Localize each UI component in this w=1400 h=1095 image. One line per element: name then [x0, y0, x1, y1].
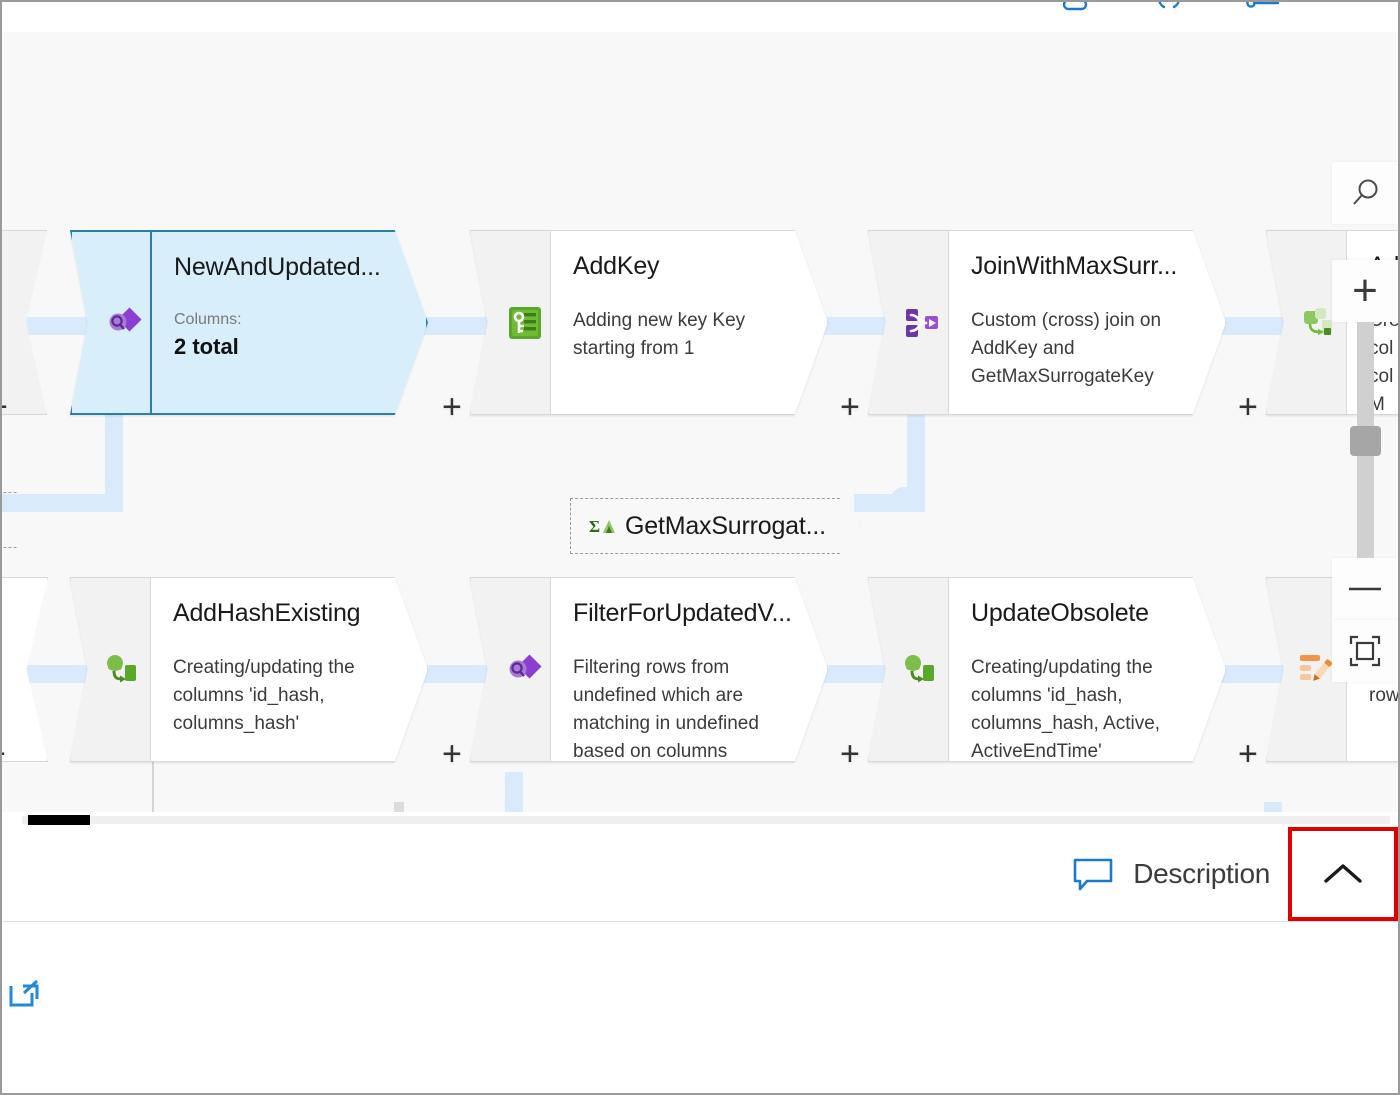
node-left-partial-top[interactable]: + [2, 230, 47, 424]
node-add-key[interactable]: AddKey Adding new key Key starting from … [470, 230, 860, 424]
node-icon-pane [70, 230, 150, 415]
scrollbar-thumb[interactable] [28, 815, 90, 825]
surrogate-key-icon [508, 306, 542, 340]
fit-to-screen-icon [1347, 633, 1383, 669]
top-toolbar [2, 2, 1398, 33]
dataflow-canvas[interactable]: + NewAndUpdated... Columns: 2 total [2, 32, 1398, 812]
zoom-fit-button[interactable] [1332, 620, 1398, 682]
node-icon-pane [868, 230, 948, 415]
canvas-horizontal-scrollbar[interactable] [2, 812, 1398, 826]
node-title: AddKey [573, 252, 660, 280]
zoom-slider-track[interactable] [1349, 322, 1381, 558]
node-icon-pane [470, 230, 550, 415]
node-title: AddHashExisting [173, 599, 361, 627]
filter-select-icon [504, 651, 542, 689]
node-description: Creating/updating the columns 'id_hash, … [173, 656, 355, 734]
derived-column-icon [902, 653, 940, 687]
zoom-search-button[interactable] [1332, 162, 1398, 224]
node-body-pane: FilterForUpdatedV... Filtering rows from… [550, 577, 828, 762]
zoom-slider-thumb[interactable] [1349, 425, 1381, 456]
node-plus-add-key[interactable]: + [840, 388, 860, 426]
node-plus-filter-for-updated-v[interactable]: + [840, 735, 860, 773]
connector-getmax-right-up [890, 487, 924, 505]
node-body-pane: NewAndUpdated... Columns: 2 total [150, 230, 428, 415]
description-collapse-toggle[interactable] [1288, 826, 1398, 921]
node-plus-update-obsolete[interactable]: + [1238, 735, 1258, 773]
connector-selected-left [2, 494, 122, 512]
node-left-partial-bottom[interactable]: e + [2, 577, 48, 771]
dashed-node-get-max-surrogate[interactable]: Σ GetMaxSurrogat... [570, 498, 860, 554]
node-columns-value: 2 total [174, 333, 239, 359]
canvas-guide-line-2 [394, 802, 404, 812]
description-bar: Description [2, 826, 1398, 922]
connector-right-hint [1264, 802, 1282, 812]
aggregate-sigma-icon: Σ [589, 514, 615, 538]
zoom-in-button[interactable]: + [1332, 260, 1398, 322]
node-plus-new-and-updated[interactable]: + [442, 388, 462, 426]
node-body-pane: AddKey Adding new key Key starting from … [550, 230, 828, 415]
toolbar-icon-group [1058, 2, 1280, 20]
alter-row-icon [1298, 653, 1338, 687]
connector-selected-down [105, 412, 123, 512]
chevron-up-icon [1320, 859, 1366, 889]
node-description: Adding new key Key starting from 1 [573, 309, 746, 359]
node-title: FilterForUpdatedV... [573, 599, 792, 627]
node-icon-pane [470, 577, 550, 762]
node-description: Filtering rows from undefined which are … [573, 656, 759, 762]
node-plus-add-hash-existing[interactable]: + [442, 735, 462, 773]
node-plus-left-partial-bottom[interactable]: + [2, 737, 6, 771]
edit-icon[interactable] [1058, 2, 1094, 20]
node-columns-label: Columns: [174, 310, 242, 328]
node-update-obsolete[interactable]: UpdateObsolete Creating/updating the col… [868, 577, 1258, 771]
connector-filter-down [505, 772, 523, 812]
zoom-out-button[interactable] [1332, 558, 1398, 620]
node-body-pane: UpdateObsolete Creating/updating the col… [948, 577, 1226, 762]
node-filter-for-updated-v[interactable]: FilterForUpdatedV... Filtering rows from… [470, 577, 860, 771]
derived-column-icon [104, 653, 142, 687]
settings-slider-icon[interactable] [1242, 2, 1280, 20]
node-description: Custom (cross) join on AddKey and GetMax… [971, 309, 1162, 387]
node-description: Creating/updating the columns 'id_hash, … [971, 656, 1161, 762]
scrollbar-track[interactable] [22, 816, 1390, 824]
node-plus-left-partial-top[interactable]: + [2, 390, 8, 424]
canvas-zoom-control[interactable]: + [1332, 162, 1398, 682]
node-new-and-updated[interactable]: NewAndUpdated... Columns: 2 total + [70, 230, 462, 424]
minus-icon [1346, 583, 1384, 595]
plus-icon: + [1352, 266, 1378, 315]
node-title: UpdateObsolete [971, 599, 1149, 627]
join-icon [904, 306, 940, 340]
node-title: NewAndUpdated... [174, 253, 381, 281]
node-plus-join-with-max-surr[interactable]: + [1238, 388, 1258, 426]
description-panel [2, 922, 1398, 1093]
filter-select-icon [104, 304, 142, 342]
node-icon-pane [868, 577, 948, 762]
node-icon-pane [70, 577, 150, 762]
node-add-hash-existing[interactable]: AddHashExisting Creating/updating the co… [70, 577, 462, 771]
derived-column-icon [1302, 307, 1338, 339]
open-in-new-icon[interactable] [6, 974, 46, 1014]
description-bar-content: Description [1071, 826, 1398, 921]
dashed-node-label: GetMaxSurrogat... [625, 511, 826, 540]
refresh-icon[interactable] [1150, 2, 1186, 20]
node-body-pane: AddHashExisting Creating/updating the co… [150, 577, 428, 762]
node-title: JoinWithMaxSurr... [971, 252, 1178, 280]
description-label: Description [1133, 857, 1270, 889]
comment-icon [1071, 855, 1115, 893]
search-icon [1348, 176, 1382, 210]
svg-text:Σ: Σ [589, 517, 600, 536]
node-body-pane: JoinWithMaxSurr... Custom (cross) join o… [948, 230, 1226, 415]
node-join-with-max-surr[interactable]: JoinWithMaxSurr... Custom (cross) join o… [868, 230, 1258, 424]
